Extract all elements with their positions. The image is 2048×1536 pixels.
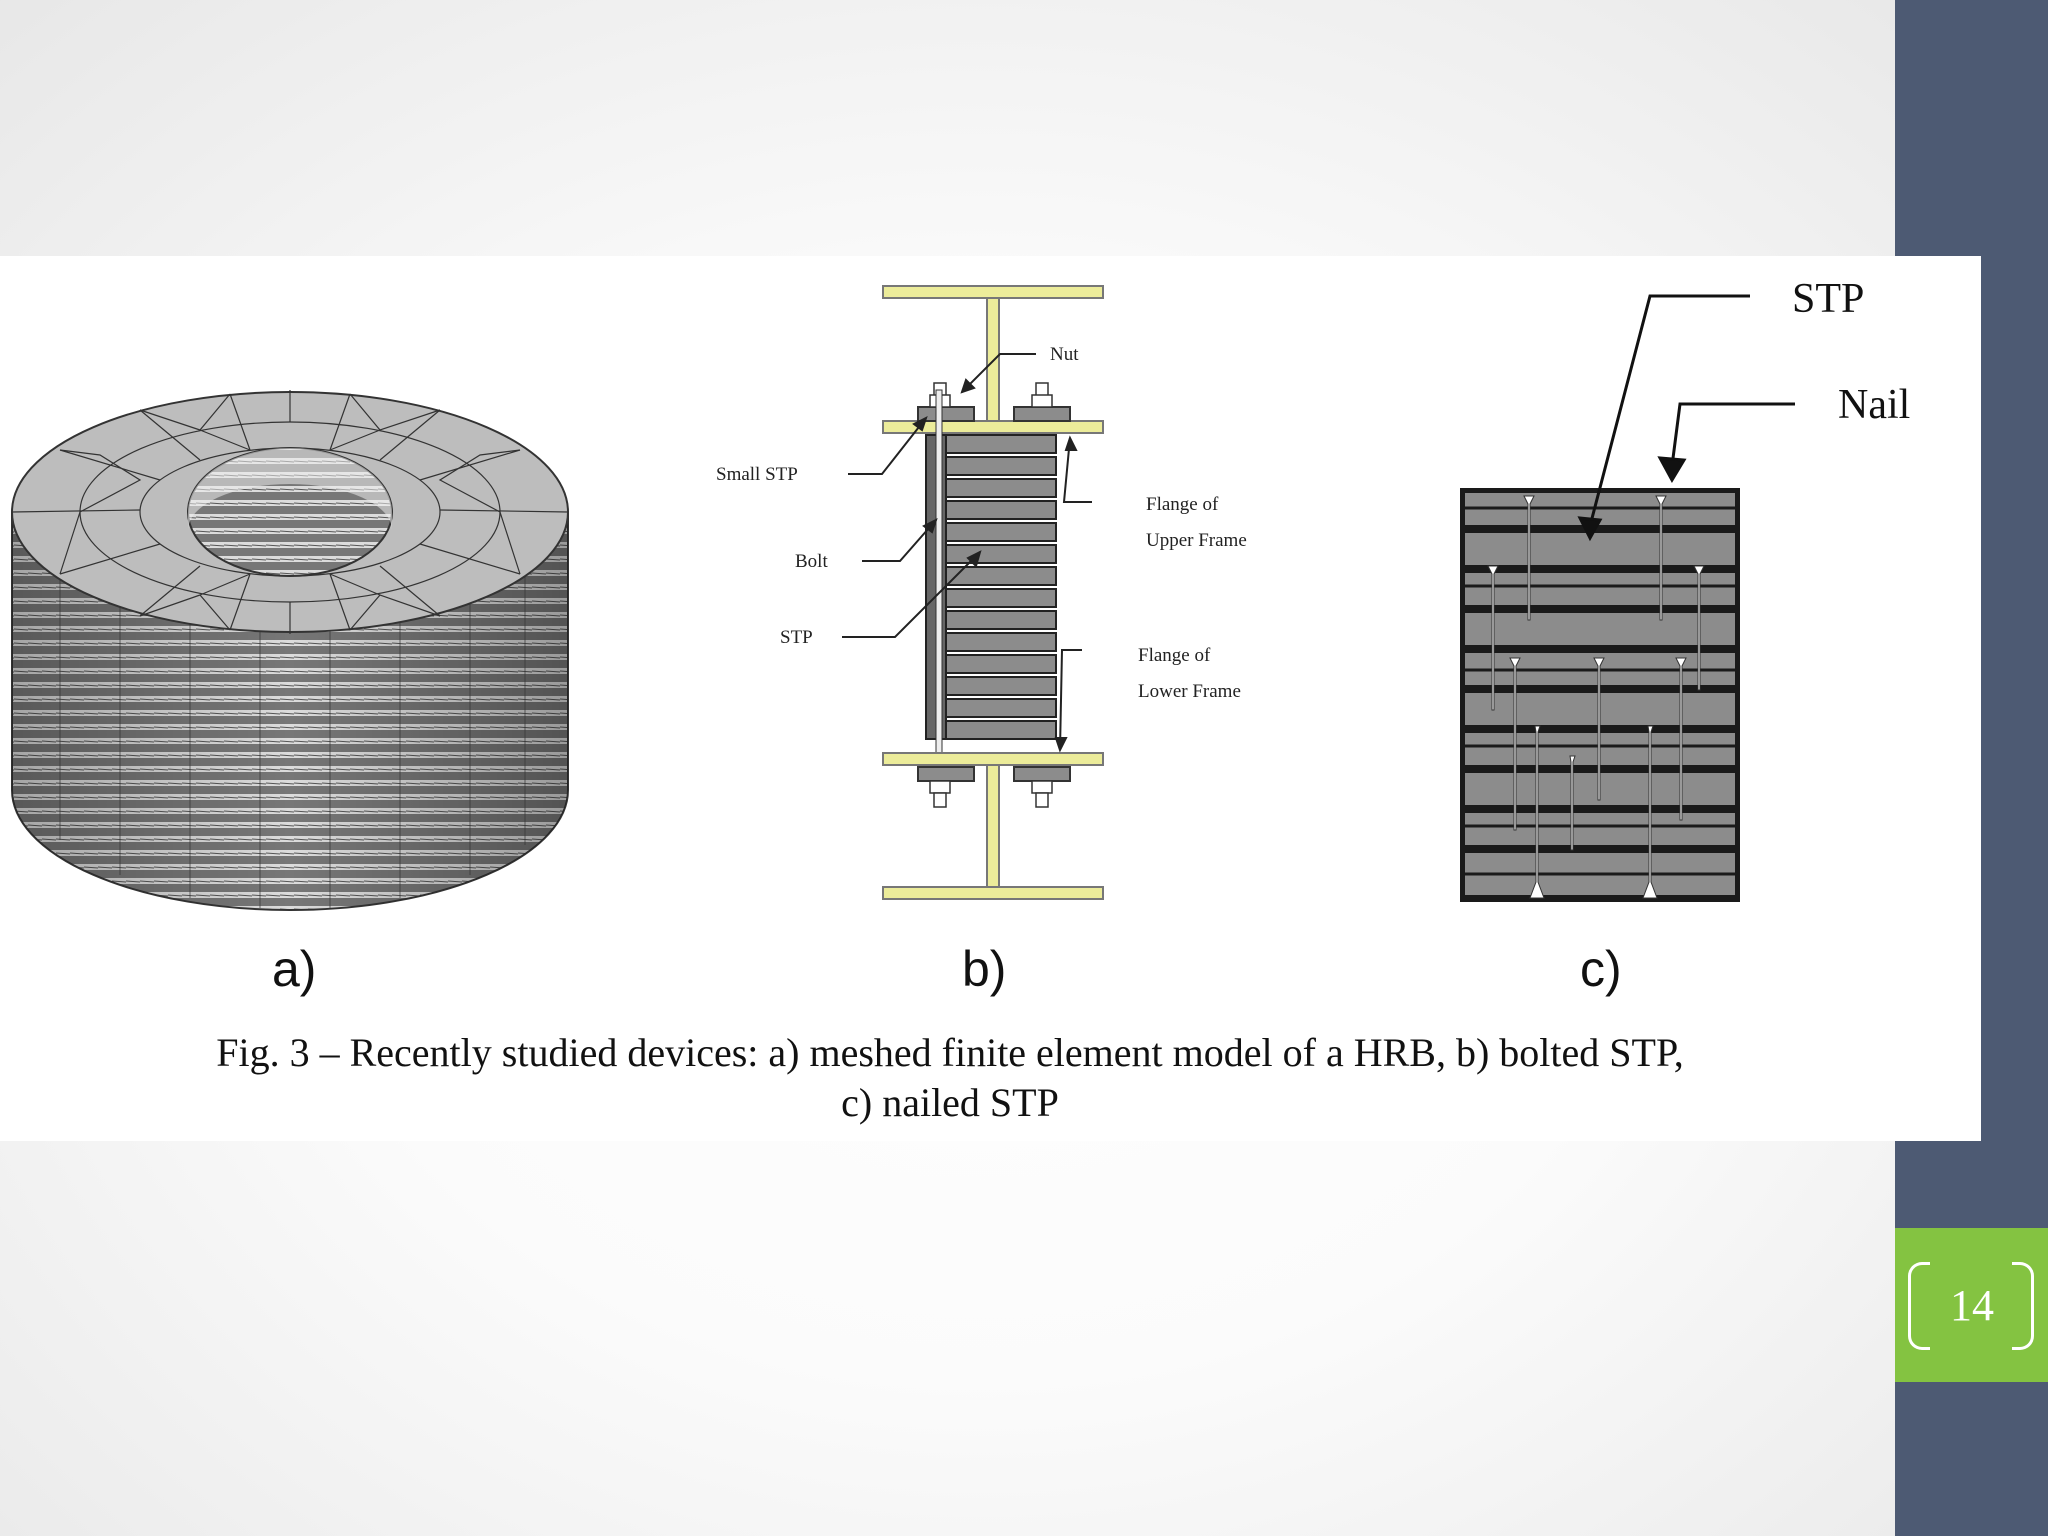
- lower-frame-flange: [882, 752, 1104, 766]
- panel-b-bolted-stp: Nut Small STP Bolt STP Flange of Upper F…: [716, 285, 1247, 900]
- page-number: 14: [1950, 1280, 1994, 1330]
- sublabel-c: c): [1580, 941, 1622, 997]
- label-bolt: Bolt: [795, 551, 828, 572]
- label-lower-flange-2: Lower Frame: [1138, 681, 1241, 702]
- label-c-nail: Nail: [1838, 382, 1910, 428]
- sublabel-a: a): [272, 941, 317, 997]
- lower-frame-web: [986, 764, 1000, 890]
- right-bracket-icon: [2012, 1262, 2034, 1350]
- label-stp: STP: [780, 627, 813, 648]
- label-upper-flange-1: Flange of: [1146, 494, 1219, 515]
- caption-line-2: c) nailed STP: [841, 1080, 1059, 1125]
- label-upper-flange-2: Upper Frame: [1146, 530, 1247, 551]
- page-number-badge: [1895, 1228, 2048, 1382]
- label-c-stp: STP: [1792, 276, 1864, 322]
- label-small-stp: Small STP: [716, 464, 798, 485]
- left-bracket-icon: [1908, 1262, 1930, 1350]
- label-lower-flange-1: Flange of: [1138, 645, 1211, 666]
- panel-a-hrb-mesh: [11, 390, 569, 911]
- lower-frame-bottom-flange: [882, 886, 1104, 900]
- upper-frame-top-flange: [882, 285, 1104, 299]
- panel-c-nailed-stp: STP Nail: [1460, 276, 1910, 902]
- sublabel-b: b): [962, 941, 1007, 997]
- label-nut: Nut: [1050, 344, 1079, 365]
- caption-line-1: Fig. 3 – Recently studied devices: a) me…: [216, 1030, 1684, 1075]
- figure-caption: Fig. 3 – Recently studied devices: a) me…: [100, 1028, 1800, 1128]
